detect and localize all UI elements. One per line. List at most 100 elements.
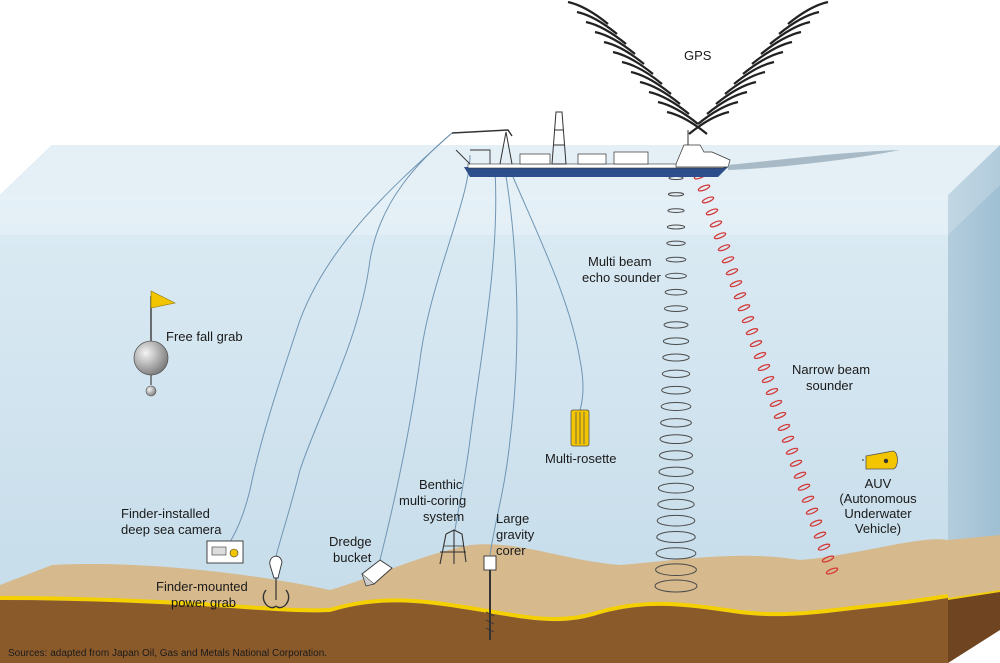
multibeam-ellipse xyxy=(661,385,691,395)
gps-arc xyxy=(742,50,784,75)
power-grab-label-line: Finder-mounted xyxy=(156,579,248,594)
narrowbeam-ellipse xyxy=(789,459,803,467)
ship-bridge xyxy=(675,144,731,168)
narrowbeam-ellipse xyxy=(697,184,711,192)
narrowbeam-ellipse xyxy=(701,196,715,204)
multibeam-ellipse xyxy=(662,353,690,362)
gps-arc xyxy=(630,70,672,95)
narrowbeam-label-line: sounder xyxy=(806,378,854,393)
narrowbeam-ellipse xyxy=(777,423,791,431)
seabed xyxy=(0,535,1000,663)
free-fall-grab xyxy=(133,290,176,397)
power-grab-cable xyxy=(274,132,453,561)
narrowbeam-ellipse xyxy=(825,567,839,575)
multibeam-ellipse xyxy=(665,256,687,263)
multibeam-ellipse xyxy=(656,531,696,543)
multibeam-ellipse xyxy=(654,579,698,593)
benthic-frame xyxy=(439,529,467,565)
auv-body xyxy=(865,450,898,470)
benthic-label-line: Benthic xyxy=(419,477,463,492)
multi-rosette-label: Multi-rosette xyxy=(545,451,617,466)
multibeam-ellipse xyxy=(655,563,697,577)
auv-label-line: AUV xyxy=(865,476,892,491)
narrowbeam-ellipse xyxy=(801,495,815,503)
dredge-label-line: bucket xyxy=(333,550,372,565)
power-grab-label-line: power grab xyxy=(171,595,236,610)
ship-wake xyxy=(728,150,900,170)
gps-arc xyxy=(666,110,708,135)
multibeam-ellipse xyxy=(661,369,691,378)
narrowbeam-ellipse xyxy=(821,555,835,563)
multibeam-label-line: Multi beam xyxy=(588,254,652,269)
multibeam-ellipse xyxy=(657,482,695,494)
free-fall-float xyxy=(133,340,169,376)
ship-container xyxy=(519,153,551,165)
gps-arc xyxy=(648,90,690,115)
benthic-corer xyxy=(439,529,467,565)
gps-arc xyxy=(621,60,663,85)
gps-arc xyxy=(778,10,820,35)
multibeam-ellipse xyxy=(657,498,695,510)
gps-arc xyxy=(567,0,609,25)
gps-arc xyxy=(697,100,739,125)
gps-arc xyxy=(657,100,699,125)
multibeam-ellipse xyxy=(655,547,697,560)
instrument-cables xyxy=(227,132,584,561)
camera-label-line: deep sea camera xyxy=(121,522,222,537)
camera-lens-icon xyxy=(229,548,239,558)
gravity-corer-cable xyxy=(489,169,518,556)
dredge-label-line: Dredge xyxy=(329,534,372,549)
free-fall-weight xyxy=(145,385,157,397)
sediment-layer xyxy=(0,598,948,663)
narrowbeam-ellipse xyxy=(705,208,719,216)
gps-arc xyxy=(612,50,654,75)
free-fall-grab-label: Free fall grab xyxy=(166,329,243,344)
power-grab xyxy=(262,555,290,609)
multi-rosette-instrument xyxy=(570,409,590,447)
multibeam-ellipse xyxy=(659,450,693,461)
gps-arc xyxy=(603,40,645,65)
gps-label: GPS xyxy=(684,48,712,63)
gps-arc xyxy=(639,80,681,105)
power-grab-jaws xyxy=(262,589,290,609)
gps-arc xyxy=(769,20,811,45)
benthic-cable xyxy=(454,169,497,531)
narrowbeam-ellipse xyxy=(765,387,779,396)
multibeam-ellipse xyxy=(666,224,686,230)
narrow-beam-echo xyxy=(693,172,839,575)
multibeam-label-line: echo sounder xyxy=(582,270,661,285)
auv-label-line: (Autonomous xyxy=(839,491,917,506)
narrowbeam-ellipse xyxy=(733,292,747,300)
source-credit: Sources: adapted from Japan Oil, Gas and… xyxy=(8,648,327,659)
gps-arc xyxy=(706,90,748,115)
gps-arc xyxy=(760,30,802,55)
narrowbeam-ellipse xyxy=(817,543,831,551)
gps-arc xyxy=(585,20,627,45)
narrowbeam-ellipse xyxy=(737,304,751,312)
gps-signal-arcs xyxy=(567,0,829,135)
narrowbeam-ellipse xyxy=(761,375,775,384)
narrowbeam-ellipse xyxy=(781,435,795,443)
multibeam-ellipse xyxy=(658,466,694,477)
multibeam-ellipse xyxy=(664,305,688,313)
ship-cabin xyxy=(613,151,649,165)
ship-deckhouse xyxy=(577,153,607,165)
multibeam-ellipse xyxy=(662,337,690,346)
surface-band-side xyxy=(948,145,1000,235)
camera-label-line: Finder-installed xyxy=(121,506,210,521)
ship-hull xyxy=(464,167,728,177)
auv-vehicle xyxy=(862,450,898,470)
narrowbeam-ellipse xyxy=(813,531,827,539)
narrowbeam-ellipse xyxy=(797,483,811,491)
gravity-label-line: Large xyxy=(496,511,529,526)
deep-sea-camera xyxy=(206,540,244,564)
dredge-bucket xyxy=(361,559,393,587)
narrowbeam-label-line: Narrow beam xyxy=(792,362,870,377)
gravity-corer-weight xyxy=(483,555,497,571)
gravity-corer xyxy=(483,555,497,640)
dredge-cable xyxy=(379,154,471,561)
water-right-face xyxy=(948,145,1000,640)
narrowbeam-ellipse xyxy=(809,519,823,527)
multibeam-ellipse xyxy=(660,418,692,428)
